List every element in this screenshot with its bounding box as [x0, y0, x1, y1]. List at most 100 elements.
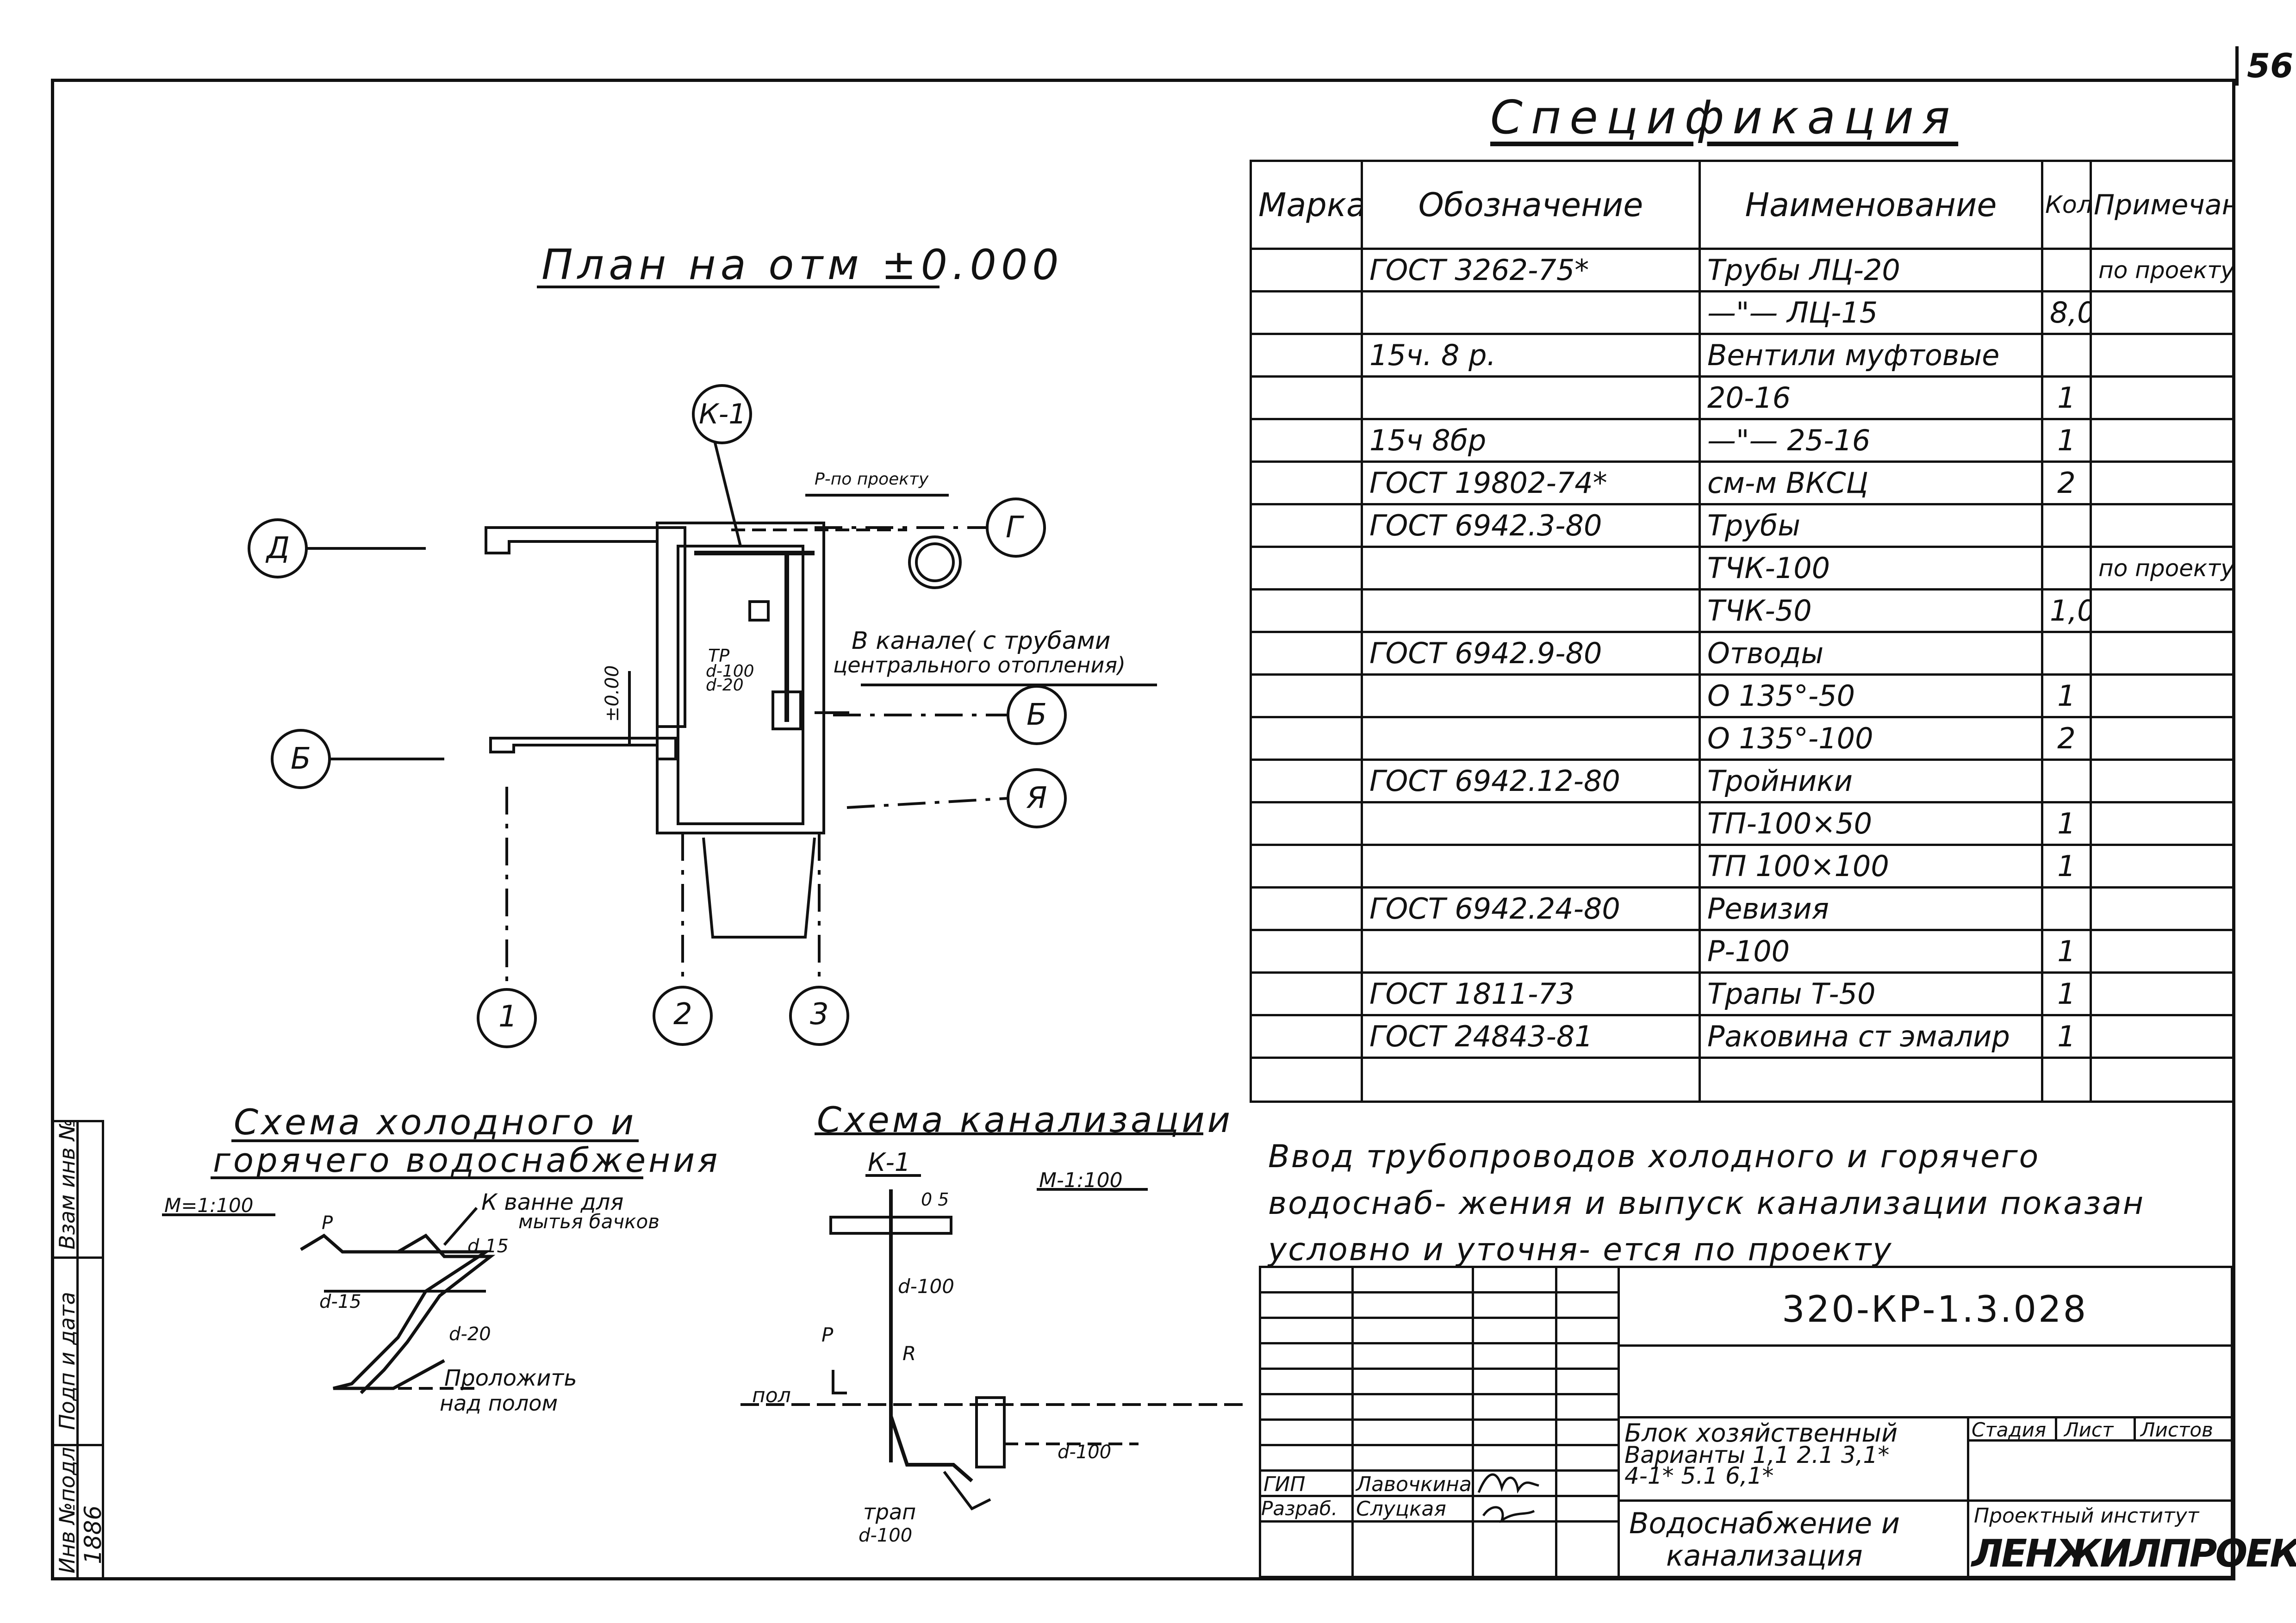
tb-institute-cell — [1967, 1499, 2233, 1578]
spec-cell-mark — [1250, 503, 1363, 548]
spec-cell-note — [2090, 759, 2235, 803]
spec-header-qty: Кол — [2041, 160, 2092, 250]
spec-cell-mark — [1250, 375, 1363, 420]
spec-cell-mark — [1250, 418, 1363, 463]
room-inner-wall — [677, 545, 804, 825]
spec-cell-designation — [1361, 929, 1701, 974]
spec-cell-qty: 1 — [2041, 418, 2092, 463]
side-inv-value: 1886 — [80, 1505, 106, 1564]
spec-cell-note — [2090, 418, 2235, 463]
spec-cell-note — [2090, 588, 2235, 633]
spec-cell-note — [2090, 333, 2235, 378]
riser-label: К-1 — [699, 398, 747, 430]
spec-cell-qty — [2041, 546, 2092, 591]
spec-cell-qty — [2041, 333, 2092, 378]
side-stamp: Взам инв № Подп и дата Инв №подл 1886 — [51, 1119, 106, 1580]
axis-label-b-right: Б — [1027, 698, 1047, 732]
spec-cell-qty: 1 — [2041, 844, 2092, 889]
spec-cell-mark — [1250, 333, 1363, 378]
spec-cell-designation: ГОСТ 3262-75* — [1361, 248, 1701, 292]
spec-cell-name: 20-16 — [1699, 375, 2043, 420]
title-block: 320-КР-1.3.028 Блок хозяйственный Вариан… — [1259, 1266, 2296, 1578]
trap-label-1: ТР — [708, 646, 730, 666]
side-sign-date: Подп и дата — [55, 1292, 80, 1430]
sewer-p: Р — [821, 1324, 834, 1346]
well-circle-outer — [908, 535, 962, 589]
spec-cell-qty: 1 — [2041, 929, 2092, 974]
level-label: ±0.00 — [602, 665, 623, 722]
spec-cell-name: Р-100 — [1699, 929, 2043, 974]
spec-cell-qty — [2041, 503, 2092, 548]
water-leader-bath — [443, 1207, 478, 1246]
tb-row-2 — [1259, 1291, 1620, 1319]
spec-cell-qty: 1 — [2041, 1014, 2092, 1059]
tb-row-7 — [1259, 1418, 1620, 1446]
spec-cell-designation — [1361, 1057, 1701, 1103]
channel-box — [772, 690, 802, 730]
tb-sheet-title-1: Водоснабжение и — [1629, 1506, 1900, 1540]
sewer-floor-label: пол — [752, 1384, 791, 1407]
spec-cell-qty: 1,0 — [2041, 588, 2092, 633]
specification-table: Марка Обозначение Наименование Кол Приме… — [1250, 160, 2235, 1103]
spec-cell-name: Отводы — [1699, 631, 2043, 676]
sewer-title: Схема канализации — [817, 1099, 1233, 1140]
spec-cell-note — [2090, 971, 2235, 1016]
axis-label-1: 1 — [498, 1000, 517, 1034]
spec-cell-designation — [1361, 375, 1701, 420]
water-d15a: d 15 — [467, 1236, 509, 1257]
tb-dev-name: Слуцкая — [1356, 1497, 1446, 1521]
spec-cell-designation: ГОСТ 24843-81 — [1361, 1014, 1701, 1059]
axis-label-g: Г — [1006, 510, 1022, 545]
axis-label-3: 3 — [810, 997, 829, 1032]
sewer-trap — [943, 1471, 991, 1511]
porch — [702, 837, 816, 939]
spec-cell-note — [2090, 801, 2235, 846]
spec-cell-mark — [1250, 460, 1363, 505]
spec-cell-name: Трубы — [1699, 503, 2043, 548]
spec-cell-note — [2090, 673, 2235, 718]
general-note: Ввод трубопроводов холодного и горячего … — [1268, 1138, 2145, 1269]
spec-cell-mark — [1250, 759, 1363, 803]
dimension-label: Р-по проекту — [815, 470, 929, 489]
plan-title: План на отм ±0.000 — [541, 241, 1064, 289]
water-title-2: горячего водоснабжения — [213, 1141, 721, 1180]
spec-cell-name: Вентили муфтовые — [1699, 333, 2043, 378]
spec-cell-name — [1699, 1057, 2043, 1103]
spec-cell-designation — [1361, 844, 1701, 889]
spec-cell-qty — [2041, 886, 2092, 931]
room-outer-wall — [656, 522, 825, 834]
sewer-trap-2: d-100 — [859, 1525, 913, 1546]
spec-cell-name: О 135°-100 — [1699, 716, 2043, 761]
trap-label-3: d-20 — [706, 676, 744, 695]
spec-cell-designation — [1361, 716, 1701, 761]
spec-cell-qty — [2041, 631, 2092, 676]
water-d15b: d-15 — [319, 1291, 361, 1312]
tb-name-3: 4-1* 5.1 6,1* — [1624, 1462, 1774, 1489]
spec-cell-mark — [1250, 801, 1363, 846]
spec-cell-qty: 1 — [2041, 971, 2092, 1016]
water-p: Р — [322, 1213, 333, 1234]
side-inv-original: Инв №подл — [55, 1447, 80, 1573]
sewer-scale: М-1:100 — [1039, 1169, 1123, 1192]
wall-lower-left — [489, 737, 677, 760]
spec-cell-qty: 2 — [2041, 460, 2092, 505]
spec-cell-note — [2090, 716, 2235, 761]
sewer-r: R — [902, 1342, 916, 1365]
spec-cell-mark — [1250, 886, 1363, 931]
spec-cell-note: по проекту — [2090, 546, 2235, 591]
spec-cell-note — [2090, 503, 2235, 548]
spec-cell-mark — [1250, 248, 1363, 292]
spec-header-note: Примечан — [2090, 160, 2235, 250]
spec-cell-mark — [1250, 844, 1363, 889]
sewer-well — [975, 1396, 1006, 1468]
axis-line-ya — [846, 797, 1008, 809]
spec-cell-designation: ГОСТ 6942.9-80 — [1361, 631, 1701, 676]
tb-gip-role: ГИП — [1263, 1473, 1306, 1496]
